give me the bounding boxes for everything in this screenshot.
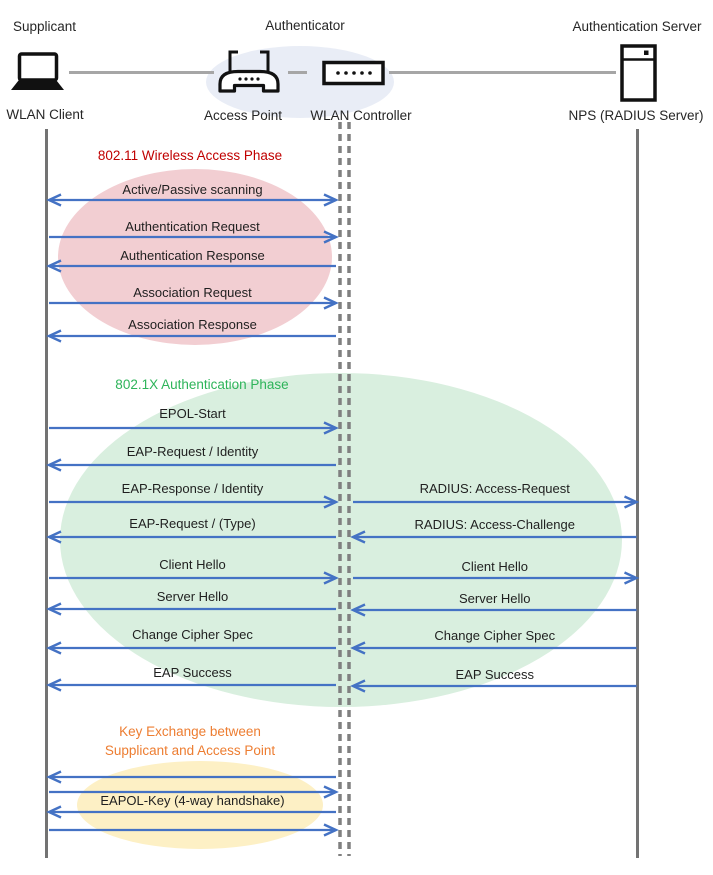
message-arrows-layer <box>46 193 640 837</box>
arrowhead-icon <box>46 193 62 207</box>
laptop-icon <box>11 52 64 90</box>
phase2-ellipse <box>60 373 622 707</box>
arrowhead-icon <box>46 530 62 544</box>
phase3-ellipse <box>77 761 323 849</box>
arrowhead-icon <box>46 259 62 273</box>
controller-lifeline <box>338 122 351 856</box>
arrowhead-icon <box>350 603 366 617</box>
access-point-icon <box>218 50 280 93</box>
arrowhead-icon <box>323 571 339 585</box>
arrowhead-icon <box>46 602 62 616</box>
arrowhead-icon <box>323 230 339 244</box>
wlan-controller-icon <box>322 60 385 86</box>
arrowhead-icon <box>46 805 62 819</box>
arrowhead-icon <box>46 329 62 343</box>
arrowhead-icon <box>350 679 366 693</box>
arrowhead-icon <box>323 785 339 799</box>
arrowhead-icon <box>624 571 640 585</box>
arrowhead-icon <box>350 530 366 544</box>
arrowhead-icon <box>323 296 339 310</box>
arrowhead-icon <box>46 458 62 472</box>
arrowhead-icon <box>323 823 339 837</box>
arrowhead-icon <box>350 641 366 655</box>
arrowhead-icon <box>323 495 339 509</box>
server-icon <box>620 44 657 102</box>
arrowhead-icon <box>323 193 339 207</box>
arrowhead-icon <box>46 641 62 655</box>
arrowhead-icon <box>323 421 339 435</box>
phase1-ellipse <box>58 169 332 345</box>
arrowhead-icon <box>46 678 62 692</box>
arrowhead-icon <box>624 495 640 509</box>
arrowhead-icon <box>46 770 62 784</box>
